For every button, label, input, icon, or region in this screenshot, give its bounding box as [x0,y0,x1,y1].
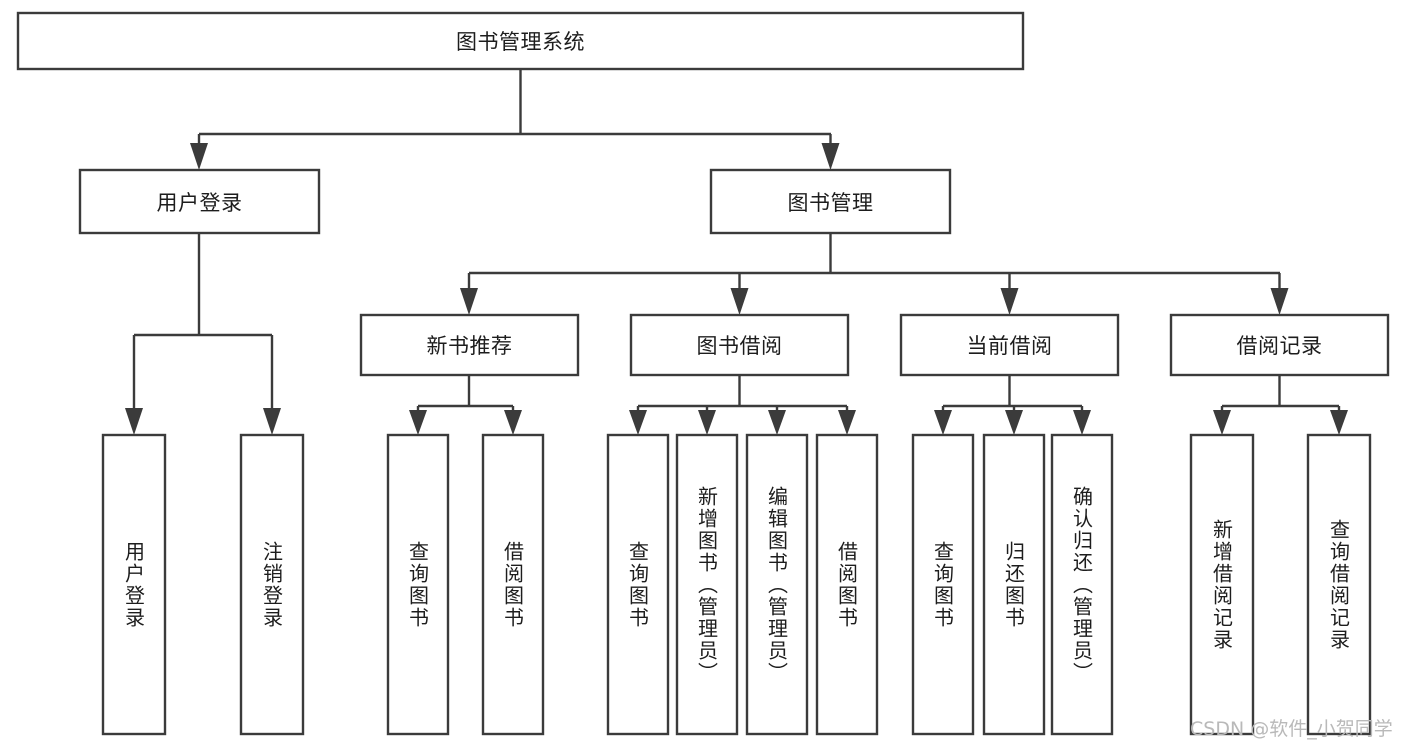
arrow-head-edit-book-admin [768,410,786,435]
node-box-user-login[interactable] [78,168,321,235]
arrow-head-return-book [1005,410,1023,435]
arrow-head-borrow-books-1 [504,410,522,435]
arrow-head-leaf-user-login [125,408,143,435]
node-box-leaf-borrow-books-2[interactable] [815,433,879,736]
arrow-head-borrow-records [1270,288,1289,315]
arrow-head-new-book-recommend [460,288,478,315]
connector-group-user-login [125,233,281,435]
connector-group-book-borrow [629,375,856,435]
node-box-current-borrow[interactable] [899,313,1120,377]
node-box-leaf-logout[interactable] [239,433,305,736]
node-box-leaf-query-borrow-record[interactable] [1306,433,1372,736]
node-box-new-book-recommend[interactable] [359,313,580,377]
node-box-leaf-edit-book-admin[interactable] [745,433,809,736]
arrow-head-query-books-2 [629,410,647,435]
node-box-leaf-confirm-return-admin[interactable] [1050,433,1114,736]
node-box-book-borrow[interactable] [629,313,850,377]
connector-group-new-book-recommend [409,375,522,435]
arrow-head-borrow-books-2 [838,410,856,435]
node-box-leaf-query-books-2[interactable] [606,433,670,736]
connector-group-root [190,69,840,170]
connector-group-current-borrow [934,375,1091,435]
node-box-leaf-add-borrow-record[interactable] [1189,433,1255,736]
arrow-head-add-borrow-record [1213,410,1231,435]
arrow-head-user-login [190,143,208,170]
arrow-head-add-book-admin [698,410,716,435]
arrow-head-query-books-3 [934,410,952,435]
node-box-leaf-return-book[interactable] [982,433,1046,736]
arrow-head-confirm-return-admin [1073,410,1091,435]
connector-group-borrow-records [1213,375,1348,435]
arrow-head-leaf-logout [263,408,281,435]
node-box-leaf-borrow-books-1[interactable] [481,433,545,736]
node-box-leaf-query-books-1[interactable] [386,433,450,736]
node-box-root[interactable] [16,11,1025,71]
node-box-book-management[interactable] [709,168,952,235]
node-box-borrow-records[interactable] [1169,313,1390,377]
arrow-head-book-borrow [730,288,749,315]
connector-group-book-management [460,233,1289,315]
arrow-head-current-borrow [1000,288,1019,315]
node-box-leaf-add-book-admin[interactable] [675,433,739,736]
arrow-head-query-borrow-record [1330,410,1348,435]
node-box-leaf-user-login[interactable] [101,433,167,736]
arrow-head-book-management [821,143,840,170]
arrow-head-query-books-1 [409,410,427,435]
node-box-leaf-query-books-3[interactable] [911,433,975,736]
